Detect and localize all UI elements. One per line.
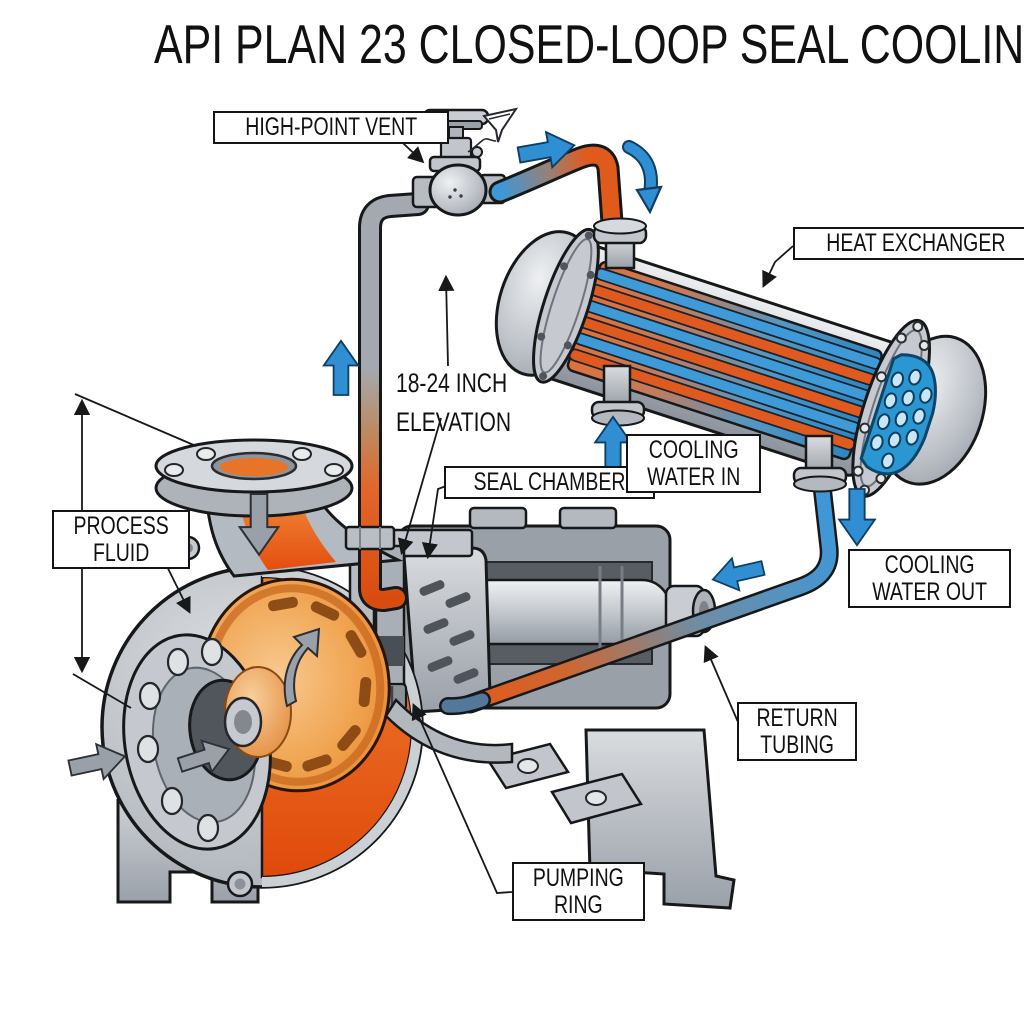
label-heat-exchanger: HEAT EXCHANGER bbox=[793, 227, 1024, 260]
flange-bolt-holes bbox=[136, 637, 224, 843]
suction-flange bbox=[122, 633, 292, 851]
hx-left-flange bbox=[532, 227, 600, 384]
cooling-water-out-arrow bbox=[838, 488, 876, 547]
label-cooling-water-out: COOLING WATER OUT bbox=[848, 549, 1012, 608]
return-to-seal-chamber-arrow bbox=[708, 551, 768, 597]
hx-inlet-nozzle bbox=[592, 217, 648, 270]
seal-fluid-rising-arrow bbox=[322, 339, 360, 396]
suction-inlet bbox=[154, 438, 404, 578]
label-process-fluid: PROCESS FLUID bbox=[52, 510, 191, 569]
label-high-point-vent: HIGH-POINT VENT bbox=[213, 111, 450, 144]
hx-left-flange-bolts bbox=[537, 231, 595, 381]
label-return-tubing: RETURN TUBING bbox=[737, 702, 858, 761]
pump bbox=[65, 438, 736, 910]
vent-pipe bbox=[344, 192, 430, 613]
atmospheric-vent-funnel-icon bbox=[467, 107, 519, 153]
impeller-vane-slots bbox=[262, 596, 372, 773]
page-title: API PLAN 23 CLOSED-LOOP SEAL COOLING SYS… bbox=[153, 13, 1024, 75]
tube-fitting-nut bbox=[344, 525, 396, 551]
into-heat-exchanger-arrow bbox=[622, 140, 663, 215]
return-tubing bbox=[439, 476, 839, 716]
return-saddle bbox=[384, 697, 514, 764]
high-point-vent-valve bbox=[411, 107, 519, 217]
label-elevation-note: 18-24 INCH ELEVATION bbox=[396, 368, 512, 438]
seal-adapter-bell bbox=[402, 546, 492, 714]
impeller-rotation-arrow bbox=[283, 627, 321, 708]
hx-tube-sheet-holes bbox=[870, 368, 933, 470]
label-cooling-water-in: COOLING WATER IN bbox=[626, 434, 762, 493]
label-pumping-ring: PUMPING RING bbox=[512, 862, 645, 921]
cooling-water-out-nozzle bbox=[792, 434, 848, 493]
crossover-pipe bbox=[488, 143, 625, 248]
label-seal-chamber: SEAL CHAMBER bbox=[444, 466, 655, 499]
